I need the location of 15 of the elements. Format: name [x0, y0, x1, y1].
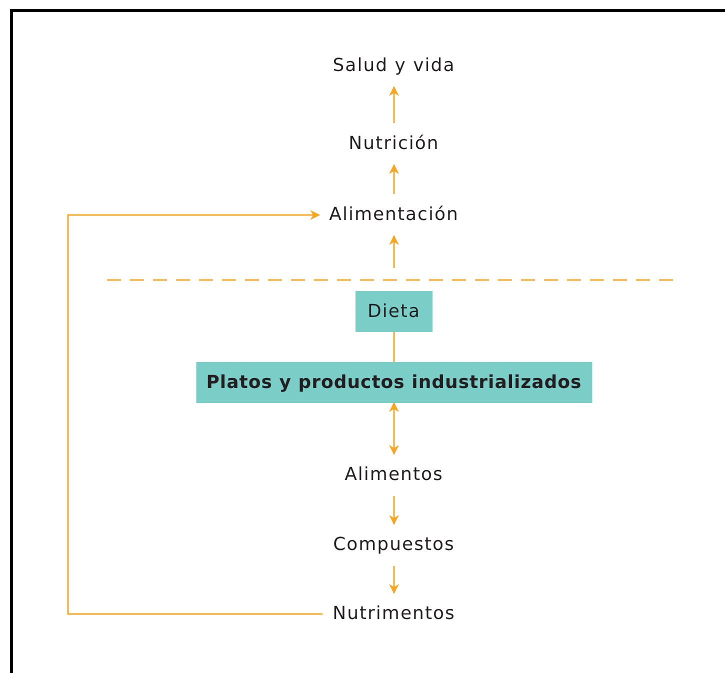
node-label: Alimentos [344, 461, 444, 489]
node-label: Nutrición [348, 130, 440, 158]
arrow [389, 402, 399, 455]
arrow [67, 210, 323, 615]
arrow [389, 496, 399, 525]
node-label: Nutrimentos [332, 600, 456, 628]
arrow [389, 164, 399, 194]
arrow [389, 86, 399, 123]
process-box: Dieta [355, 291, 433, 332]
node-label: Alimentación [329, 201, 459, 229]
node-label: Compuestos [333, 531, 455, 559]
arrow [389, 566, 399, 594]
node-label: Salud y vida [332, 52, 456, 80]
process-box: Platos y productos industrializados [196, 362, 592, 403]
arrow [389, 235, 399, 268]
